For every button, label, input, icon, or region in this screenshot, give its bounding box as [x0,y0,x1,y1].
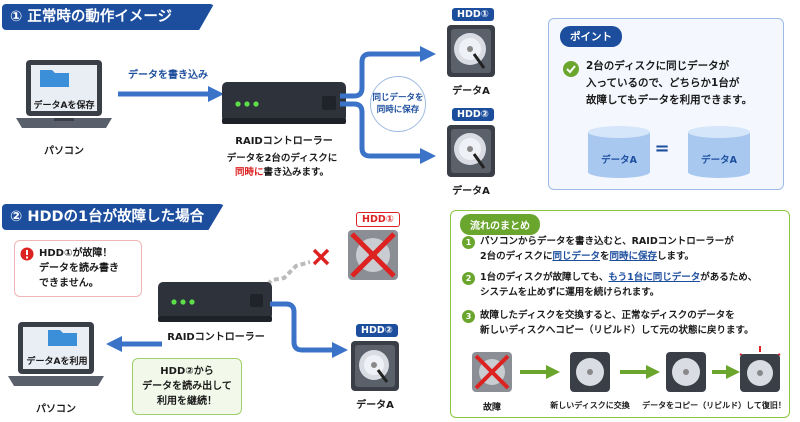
step1-line2-hl1: 同じデータ [552,251,600,262]
folder-icon [48,330,77,346]
step2-line2: システムを止めずに運用を続けられます。 [480,287,660,298]
hdd2-tag: HDD② [452,108,494,121]
pc2-screen-label: データAを利用 [26,357,88,367]
equals-sign: = [654,138,670,159]
flow-label-3: データをコピー（リビルド）して復旧！ [642,401,786,410]
step1-line2-c: します。 [657,251,695,262]
cyl1-label: データA [601,155,637,166]
step2-number: 2 [462,272,475,285]
bubble-line1: 同じデータを [372,93,424,103]
check-icon [563,61,579,77]
hdd2-bottom-label: データA [356,400,394,411]
summary-title: 流れのまとめ [460,214,540,235]
point-line1: 2台のディスクに同じデータが [586,60,730,72]
continue-callout: HDD②から データを読み出して 利用を継続！ [132,358,242,415]
same-data-bubble: 同じデータを 同時に保存 [370,76,426,132]
flow-label-1: 故障 [482,403,501,413]
summary-step-3: 故障したディスクを交換すると、正常なディスクのデータを 新しいディスクへコピー（… [480,308,754,338]
flow-arrow [620,365,660,379]
callout-line2: データを読み出して [142,381,232,392]
summary-step-2: 1台のディスクが故障しても、もう1台に同じデータがあるため、 システムを止めずに… [480,270,757,300]
database-icon [588,126,650,178]
step2-line1: 1台のディスクが故障しても、もう1台に同じデータがあるため、 [480,270,757,285]
hdd-icon [447,25,495,77]
pc-screen-label: データAを保存 [33,101,95,111]
raid-desc-rest: 書き込みます。 [263,167,330,178]
raid-desc-line1: データを2台のディスクに [226,153,338,164]
return-arrow [106,336,162,352]
alert-line3: できません。 [39,278,99,289]
hdd1-data-label: データA [452,86,490,97]
read-arrow [270,301,348,358]
restored-hdd-icon [739,346,781,392]
step1-line2: 2台のディスクに同じデータを同時に保存します。 [480,249,734,264]
raid-controller-icon [158,282,272,322]
raid-desc-line2: 同時に書き込みます。 [212,164,352,178]
hdd2-data-label: データA [452,186,490,197]
summary-step-1: パソコンからデータを書き込むと、RAIDコントローラーが 2台のディスクに同じデ… [480,234,734,264]
step1-line2-hl2: 同時に保存 [609,251,657,262]
step1-number: 1 [462,236,475,249]
raid-desc-red: 同時に [234,167,264,178]
pc-label: パソコン [44,146,84,157]
flow-arrow [712,365,740,379]
alert-line2: データを読み書き [39,263,119,274]
pc2-label: パソコン [36,404,76,415]
hdd-icon [351,341,399,391]
hdd1-tag: HDD① [452,8,494,21]
section1-title: ① 正常時の動作イメージ [2,4,214,30]
write-arrow-label: データを書き込み [128,70,208,81]
folder-icon [40,70,69,87]
step2-line1-a: 1台のディスクが故障しても、 [480,272,609,283]
raid-controller-icon [222,82,346,124]
callout-line1: HDD②から [160,366,214,377]
alert-line1: HDD①が故障！ [39,248,113,259]
database-icon [688,126,750,178]
alert-icon [20,247,34,261]
hdd2-ok-tag: HDD② [356,324,398,337]
section2-title: ② HDDの1台が故障した場合 [2,204,224,230]
flow-label-2: 新しいディスクに交換 [550,401,630,410]
step2-line1-b: があるため、 [700,272,758,283]
laptop-icon [16,60,112,128]
point-line2: 入っているので、どちらか1台が [586,77,740,89]
flow-arrow [520,365,560,379]
x-icon [312,248,330,266]
bubble-line2: 同時に保存 [376,105,420,115]
hdd-icon [666,352,706,392]
point-line3: 故障してもデータを利用できます。 [586,94,753,106]
new-hdd-icon [570,352,610,392]
step3-line1: 故障したディスクを交換すると、正常なディスクのデータを [480,310,735,321]
failure-alert: HDD①が故障！ データを読み書き できません。 [14,240,142,297]
raid2-label: RAIDコントローラー [167,332,265,343]
step1-line2-a: 2台のディスクに [480,251,553,262]
step3-number: 3 [462,310,475,323]
point-title: ポイント [560,26,622,47]
broken-link [262,248,330,292]
step1-line1: パソコンからデータを書き込むと、RAIDコントローラーが [480,236,734,247]
write-arrow [118,86,224,102]
point-text: 2台のディスクに同じデータが 入っているので、どちらか1台が 故障してもデータを… [586,58,752,109]
cyl2-label: データA [701,155,737,166]
failed-hdd-icon [472,352,512,392]
laptop-icon [8,322,104,386]
hdd1-failed-tag: HDD① [356,212,400,227]
failed-hdd-icon [348,230,398,280]
callout-line3: 利用を継続！ [157,396,217,407]
split-arrows [340,46,436,164]
raid-label: RAIDコントローラー [235,136,333,147]
step2-line1-hl: もう1台に同じデータ [608,272,701,283]
hdd-icon [447,125,495,177]
cylinders [588,126,750,178]
step3-line2: 新しいディスクへコピー（リビルド）して元の状態に戻ります。 [480,325,754,336]
step1-line2-b: を [599,251,610,262]
